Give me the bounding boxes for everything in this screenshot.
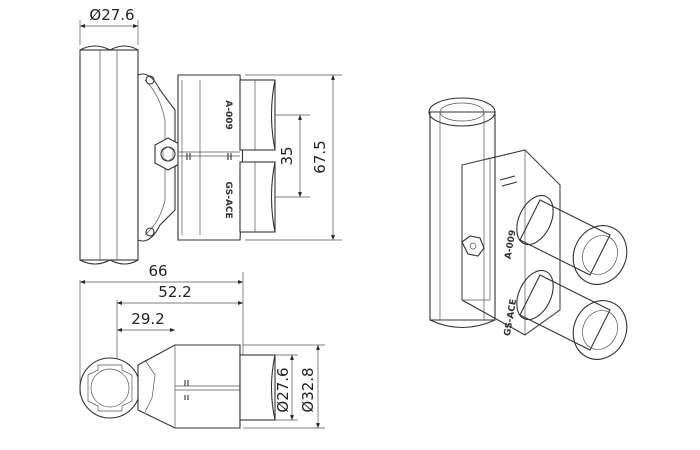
iso-upper-branch-tube: [519, 199, 628, 285]
dim-short-length-text: 29.2: [131, 310, 164, 328]
plan-dim-short-length: 29.2: [117, 310, 175, 332]
plan-view: 66 52.2 29.2: [79, 262, 325, 429]
front-dim-total-height: 67.5: [245, 74, 342, 241]
iso-lower-branch-tube: [519, 274, 628, 360]
plan-dim-overall-length: 66: [80, 262, 243, 284]
plan-joint-body: [137, 344, 241, 429]
iso-collars: [516, 194, 554, 321]
plan-tube-profile: [79, 357, 141, 419]
front-view: A-009 GS-ACE Ø27.6 35 67.5: [79, 6, 342, 265]
dim-tube-diameter-text: Ø27.6: [89, 6, 134, 24]
front-main-tube: [79, 45, 139, 265]
front-dim-tube-diameter: Ø27.6: [79, 6, 139, 45]
dim-overall-length-text: 66: [148, 262, 167, 280]
front-dim-tube-spacing: 35: [275, 114, 310, 198]
dim-tube-spacing-text: 35: [278, 146, 296, 165]
plan-dim-mid-length: 52.2: [117, 283, 243, 305]
front-brand-label: GS-ACE: [223, 181, 233, 218]
front-bolt: [154, 137, 182, 171]
plan-dim-diameters: Ø27.6 Ø32.8: [243, 344, 325, 429]
plan-branch-tube: [239, 354, 276, 421]
front-branch-tubes: [239, 79, 276, 233]
dim-total-height-text: 67.5: [311, 140, 329, 173]
iso-bolt: [461, 235, 485, 257]
iso-part-number-label: A-009: [504, 229, 519, 260]
iso-main-tube: [428, 97, 496, 328]
front-part-number-label: A-009: [223, 100, 233, 130]
iso-brand-label: GS-ACE: [503, 298, 519, 336]
dim-inner-diameter-text: Ø27.6: [274, 367, 292, 412]
iso-joint-body: [461, 149, 561, 336]
iso-view: A-009 GS-ACE: [428, 97, 628, 360]
dim-outer-diameter-text: Ø32.8: [299, 367, 317, 412]
dim-mid-length-text: 52.2: [158, 283, 191, 301]
